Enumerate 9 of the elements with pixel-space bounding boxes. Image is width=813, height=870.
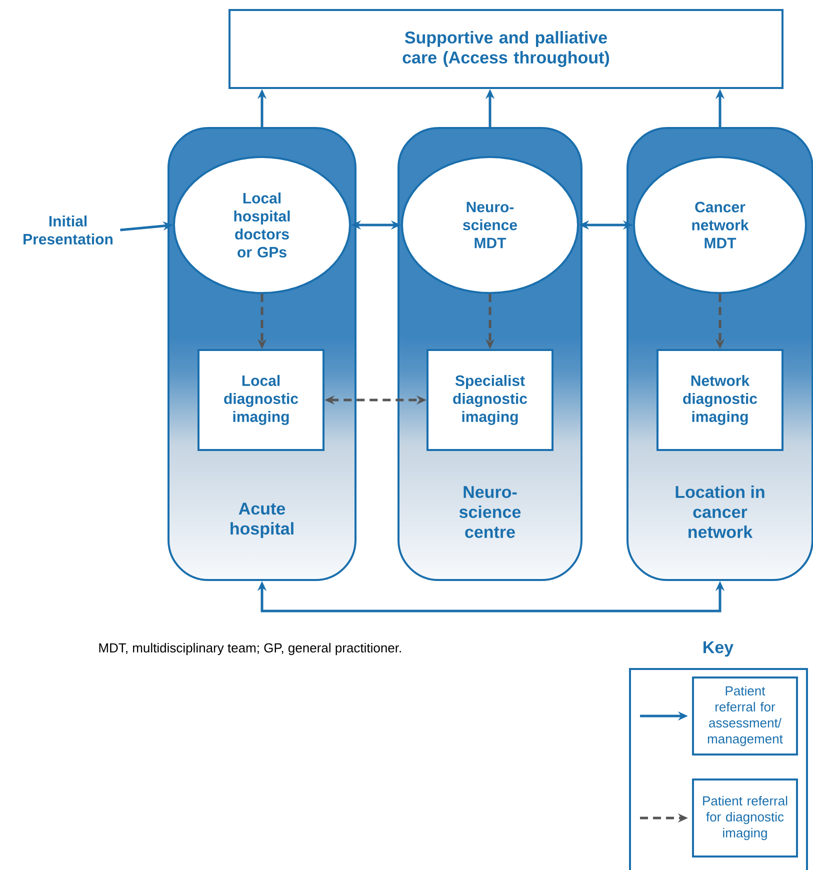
legend-entry: Patient referral for diagnostic imaging xyxy=(692,778,798,858)
key-heading: Key xyxy=(704,641,734,657)
imaging-box: Network diagnostic imaging xyxy=(656,349,784,451)
caption: MDT, multidisciplinary team; GP, general practitioner. xyxy=(99,642,401,656)
presentation-label: Initial Presentation xyxy=(24,216,112,244)
imaging-box: Local diagnostic imaging xyxy=(198,349,324,451)
imaging-box: Specialist diagnostic imaging xyxy=(426,349,554,451)
legend-entry: Patient referral for assessment/ management xyxy=(692,676,798,756)
care-box: Supportive and palliative care (Access throughout) xyxy=(228,9,784,89)
